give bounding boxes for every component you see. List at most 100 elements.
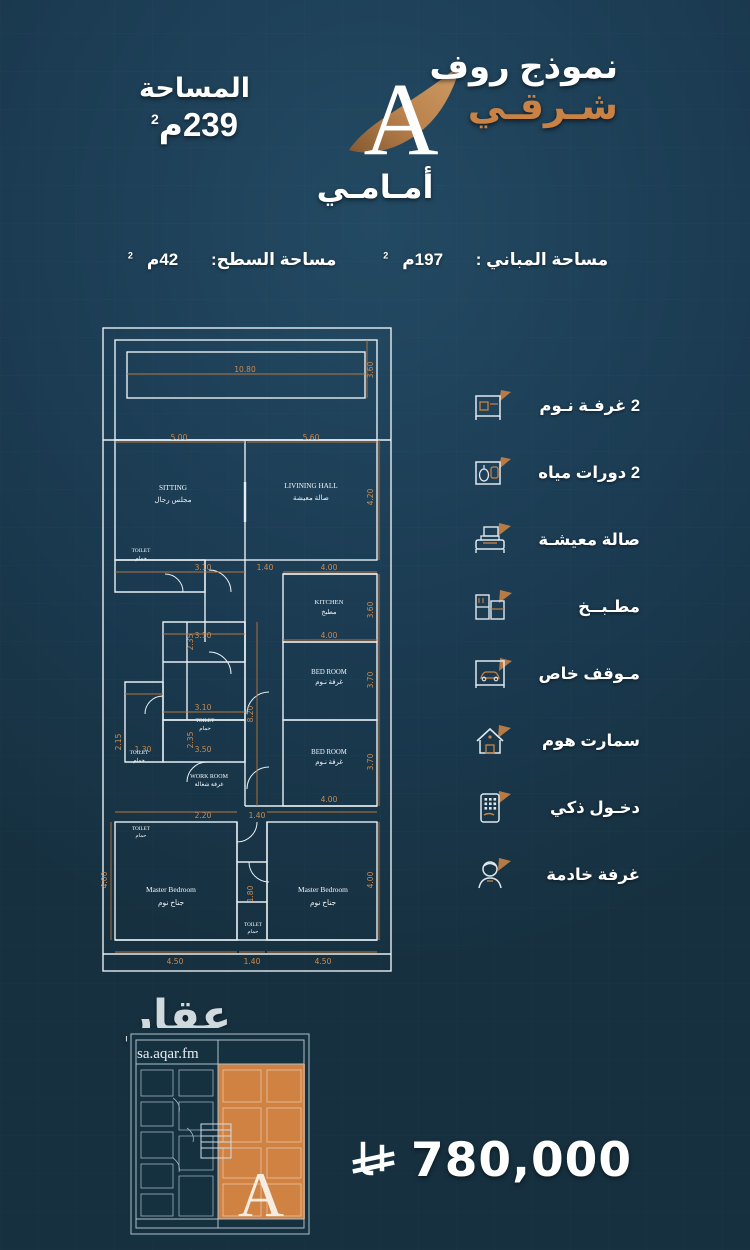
roof-area: مساحة السطح: 42م2 [127,250,337,269]
site-plan-watermark: sa.aqar.fm [137,1046,199,1062]
dim-3-50: 3.50 [195,745,212,754]
room-bed2-ar: غرفة نـوم [315,759,343,766]
maid-room-icon [470,854,514,896]
dim-3-70a: 3.70 [366,671,375,688]
room-toilet5-ar: حمام [248,929,259,935]
dim-4-00b: 4.00 [321,631,338,640]
dim-2-20a: 2.20 [195,811,212,820]
smart-entry-icon [470,787,514,829]
feature-label: صالة معيشـة [538,530,640,549]
model-title-block: نموذج روف شـرقـي [418,50,618,126]
dim-1-40b: 1.40 [249,811,266,820]
room-toilet2-en: TOILET [196,718,215,724]
feature-label: مـوقف خاص [538,664,640,683]
room-toilet1-ar: حمام [135,556,146,562]
room-toilet3-ar: حمام [133,758,144,764]
dim-1-80: 1.80 [246,885,255,902]
room-toilet1-en: TOILET [132,548,151,554]
room-master2-ar: جناح نوم [310,898,336,907]
feature-item-smart-home[interactable]: سمارت هوم [470,707,640,774]
buildings-area: مساحة المباني : 197م2 [383,250,609,269]
room-toilet4-en: TOILET [132,826,151,832]
room-toilet2-ar: حمام [199,726,210,732]
dim-3-70b: 3.70 [366,753,375,770]
total-area-block: المساحة 239م2 [107,74,282,143]
dim-4-00c: 4.00 [321,795,338,804]
price-amount: 780,000 [411,1133,633,1188]
feature-item-parking[interactable]: مـوقف خاص [470,640,640,707]
room-kitchen-ar: مطبخ [321,608,337,616]
feature-label: سمارت هوم [541,731,640,750]
dim-5-00: 5.00 [171,433,188,442]
header: المساحة 239م2 A نموذج روف شـرقـي [0,28,750,218]
total-area-label: المساحة [139,73,250,103]
room-sitting-en: SITTING [159,484,187,492]
room-kitchen-en: KITCHEN [315,599,344,606]
room-master1-ar: جناح نوم [158,898,184,907]
dim-1-30: 1.30 [135,745,152,754]
feature-item-living-room[interactable]: صالة معيشـة [470,506,640,573]
dim-4-20: 4.20 [366,488,375,505]
room-living-ar: صالة معيشة [293,494,329,502]
dim-3-10a: 3.10 [195,563,212,572]
feature-label: دخـول ذكي [549,798,640,817]
model-title-line1: نموذج روف [429,48,618,86]
dim-4-50a: 4.50 [167,957,184,966]
kitchen-icon [470,586,514,628]
dim-4-00a: 4.00 [321,563,338,572]
feature-item-bedrooms[interactable]: 2 غرفـة نـوم [470,372,640,439]
feature-label: غرفة خادمة [546,865,640,884]
feature-item-kitchen[interactable]: مطـبــخ [470,573,640,640]
smart-home-icon [470,720,514,762]
feature-item-bathrooms[interactable]: 2 دورات مياه [470,439,640,506]
room-master2-en: Master Bedroom [298,885,348,894]
room-work-en: WORK ROOM [190,774,228,780]
dim-4-00d: 4.00 [366,871,375,888]
feature-item-smart-entry[interactable]: دخـول ذكي [470,774,640,841]
dim-2-35a: 2.35 [186,731,195,748]
room-bed2-en: BED ROOM [311,749,347,756]
room-master1-en: Master Bedroom [146,885,196,894]
room-sitting-ar: مجلس رجال [154,496,191,504]
dim-4-50b: 4.50 [315,957,332,966]
feature-label: مطـبــخ [578,597,640,616]
feature-item-maid-room[interactable]: غرفة خادمة [470,841,640,908]
bathroom-icon [470,452,514,494]
bedroom-icon [470,385,514,427]
dim-4-00e: 4.00 [100,871,109,888]
dim-3-60a: 3.60 [366,361,375,378]
dim-2-35b: 2.35 [186,633,195,650]
parking-icon [470,653,514,695]
floor-plan-drawing[interactable]: 10.80 5.00 5.60 3.10 1.40 4.00 3.10 4.00… [97,322,397,977]
dim-8-20: 8.20 [246,705,255,722]
riyal-symbol-icon [352,1136,398,1186]
areas-summary: مساحة المباني : 197م2 مساحة السطح: 42م2 [0,250,750,270]
model-a-logo: A [345,54,465,169]
room-toilet4-ar: حمام [136,833,147,839]
room-bed1-en: BED ROOM [311,669,347,676]
features-list: 2 غرفـة نـوم 2 دورات مياه [470,372,640,908]
price-block: 780,000 [352,1133,632,1188]
feature-label: 2 غرفـة نـوم [539,396,640,415]
dim-5-60: 5.60 [303,433,320,442]
dim-3-10b: 3.10 [195,631,212,640]
dim-1-40c: 1.40 [244,957,261,966]
front-label: أمـامـي [316,169,434,205]
dim-10-80: 10.80 [234,365,256,374]
room-work-ar: غرفة شغالة [195,781,224,788]
site-plan-unit-letter: A [238,1159,284,1230]
room-toilet3-en: TOILET [130,750,149,756]
dim-2-15: 2.15 [114,733,123,750]
site-plan-thumbnail[interactable]: A sa.aqar.fm [127,1028,314,1243]
dim-3-10c: 3.10 [195,703,212,712]
living-room-icon [470,519,514,561]
area-unit-sup: 2 [150,111,159,128]
logo-letter-a: A [363,62,438,169]
model-title-line2: شـرقـي [467,86,618,128]
room-living-en: LIVINING HALL [284,482,337,490]
total-area-value: 239م2 [150,106,239,144]
dim-3-60b: 3.60 [366,601,375,618]
room-bed1-ar: غرفة نـوم [315,679,343,686]
dim-1-40a: 1.40 [257,563,274,572]
